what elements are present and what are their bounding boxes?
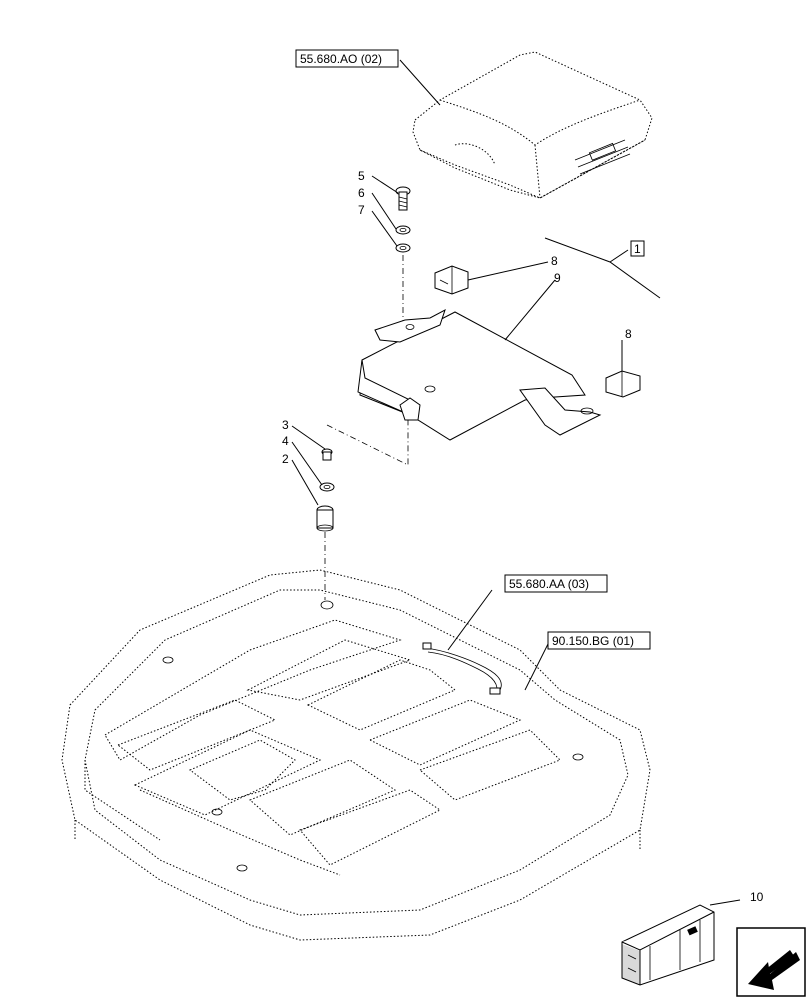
bolt-part-5 (395, 186, 411, 211)
module-bracket-part-9 (357, 308, 602, 441)
reference-box-roof[interactable]: 90.150.BG (01) (547, 631, 651, 650)
group-label: 1 (634, 242, 641, 256)
cover-housing (412, 51, 653, 199)
connector-part-8-upper (434, 265, 469, 295)
reference-cover-label: 55.680.AO (02) (300, 52, 382, 66)
washer-part-6 (395, 225, 411, 235)
callout-7: 7 (358, 203, 365, 217)
callout-4: 4 (282, 434, 289, 448)
washer-part-7 (395, 243, 411, 253)
callout-3: 3 (282, 418, 289, 432)
group-label-box: 1 (630, 240, 645, 257)
reference-box-harness[interactable]: 55.680.AA (03) (504, 574, 608, 593)
screw-part-3 (321, 448, 333, 461)
axis-line-middle (326, 420, 409, 466)
callout-8-lower: 8 (625, 327, 632, 341)
arrow-left-down-icon[interactable] (736, 927, 806, 997)
washer-part-4 (319, 482, 335, 492)
callout-2: 2 (282, 452, 289, 466)
wire-harness (422, 642, 502, 695)
reference-roof-label: 90.150.BG (01) (552, 634, 634, 648)
roof-panel (61, 569, 651, 941)
reference-harness-label: 55.680.AA (03) (509, 577, 589, 591)
connector-part-8-lower (605, 370, 641, 398)
spacer-part-2 (316, 505, 334, 532)
callout-10: 10 (750, 890, 764, 904)
crate-kit-icon (621, 904, 715, 986)
callout-8-upper: 8 (551, 254, 558, 268)
reference-box-cover[interactable]: 55.680.AO (02) (295, 49, 399, 68)
callout-5: 5 (358, 169, 365, 183)
callout-9: 9 (554, 271, 561, 285)
leader-lines (291, 59, 741, 906)
callout-6: 6 (358, 186, 365, 200)
